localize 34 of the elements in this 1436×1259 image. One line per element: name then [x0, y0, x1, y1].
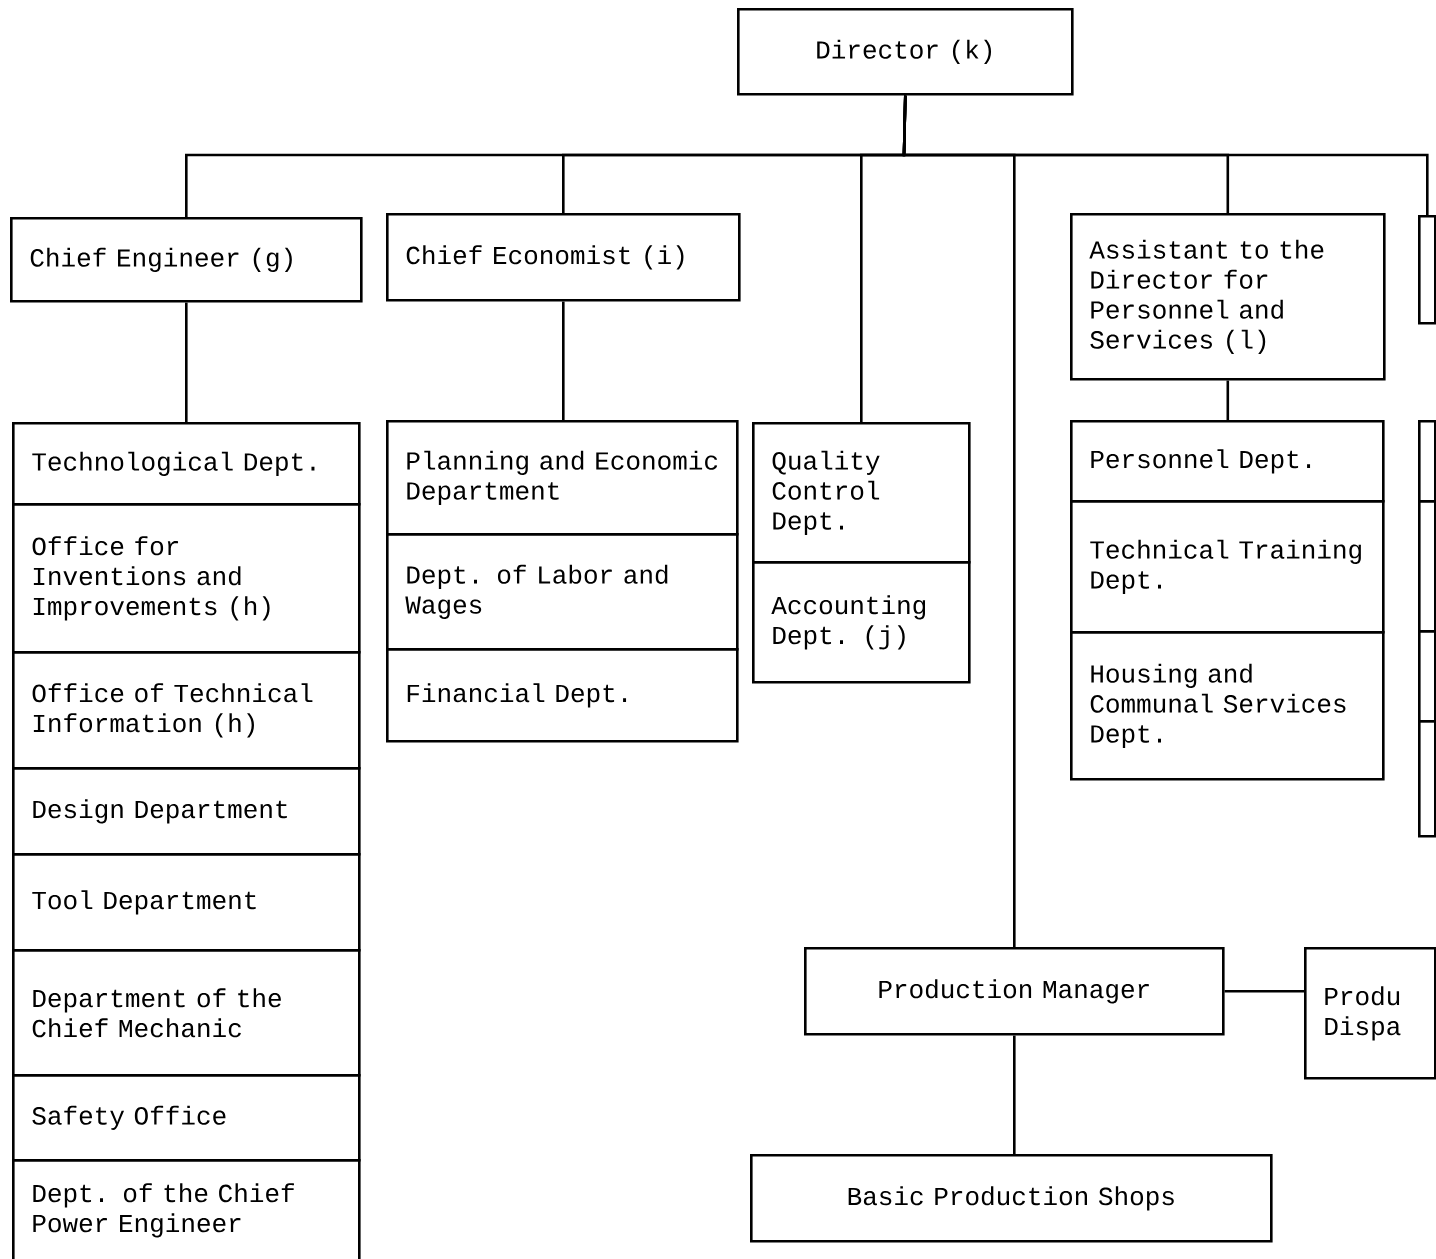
- department-box: Chief Economist (i): [386, 213, 741, 302]
- department-box: [1418, 215, 1436, 325]
- department-box: Financial Dept.: [386, 648, 739, 743]
- department-box: Office for Inventions and Improvements (h): [12, 503, 361, 654]
- department-box: Department of the Chief Mechanic: [12, 949, 361, 1077]
- department-box: [1418, 630, 1436, 723]
- department-box: Produ Dispa: [1304, 947, 1436, 1080]
- department-box: Technological Dept.: [12, 422, 361, 506]
- department-box: Technical Training Dept.: [1070, 500, 1385, 634]
- department-box: Assistant to the Director for Personnel and Services (l): [1070, 213, 1386, 381]
- department-box: Design Department: [12, 767, 361, 856]
- department-box: Housing and Communal Services Dept.: [1070, 631, 1385, 781]
- department-box: Dept. of Labor and Wages: [386, 533, 739, 651]
- department-box: Chief Engineer (g): [10, 217, 363, 303]
- department-box: [1418, 720, 1436, 838]
- connector-line: [1226, 380, 1230, 420]
- department-box: Office of Technical Information (h): [12, 651, 361, 770]
- connector-line: [1013, 1035, 1016, 1154]
- department-box: [1418, 420, 1436, 503]
- connector-line: [562, 301, 565, 420]
- department-box: Planning and Economic Department: [386, 420, 739, 536]
- department-box: Accounting Dept. (j): [752, 561, 971, 684]
- department-box: Tool Department: [12, 853, 361, 952]
- connector-line: [185, 302, 188, 422]
- connector-line: [1224, 990, 1304, 993]
- department-box: Quality Control Dept.: [752, 422, 971, 564]
- connector-line: [902, 95, 1429, 215]
- director-box: Director (k): [737, 8, 1074, 96]
- department-box: [1418, 500, 1436, 633]
- manager-box: Production Manager: [804, 947, 1225, 1036]
- department-box: Dept. of the Chief Power Engineer: [12, 1159, 361, 1259]
- department-box: Safety Office: [12, 1074, 361, 1162]
- department-box: Personnel Dept.: [1070, 420, 1385, 503]
- department-box: Basic Production Shops: [750, 1154, 1273, 1243]
